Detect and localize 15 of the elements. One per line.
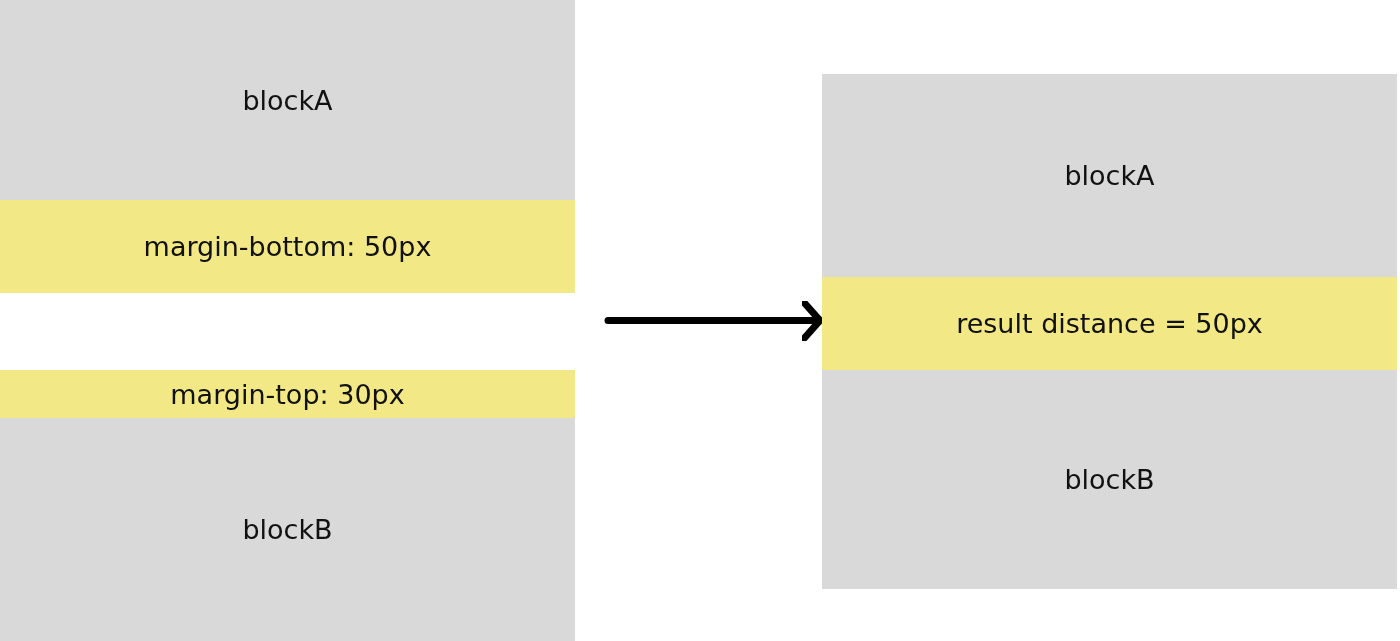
margin-band (0, 370, 575, 418)
box-label: result distance = 50px (956, 308, 1263, 339)
block-box (0, 0, 575, 200)
box-label: blockB (1064, 464, 1155, 495)
box-label: blockA (242, 84, 333, 116)
margin-band (822, 277, 1397, 370)
box-label: margin-top: 30px (170, 378, 405, 410)
block-box (0, 418, 575, 641)
box-label: blockA (1064, 160, 1155, 191)
arrow (604, 299, 824, 342)
box-label: blockB (242, 514, 333, 545)
margin-band (0, 200, 575, 293)
block-box (822, 74, 1397, 277)
block-box (822, 370, 1397, 589)
box-label: margin-bottom: 50px (143, 231, 432, 262)
